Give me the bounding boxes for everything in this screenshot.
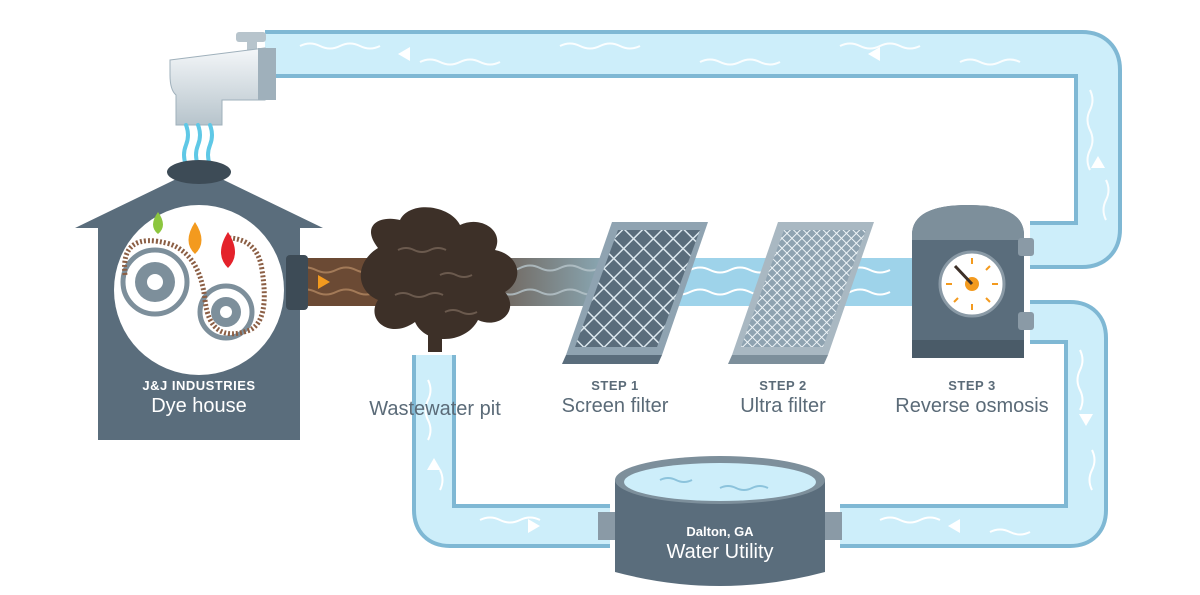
reverse-osmosis-label: STEP 3 Reverse osmosis xyxy=(882,378,1062,418)
dye-house-name: Dye house xyxy=(151,395,247,417)
ultra-filter xyxy=(728,222,874,364)
pipe-utility-to-pit xyxy=(412,355,610,548)
dye-house xyxy=(75,160,323,440)
water-utility-label: Dalton, GA Water Utility xyxy=(635,524,805,564)
wastewater-pit-label: Wastewater pit xyxy=(350,396,520,421)
reverse-osmosis-step: STEP 3 xyxy=(948,378,996,393)
dye-house-company: J&J INDUSTRIES xyxy=(142,378,256,393)
ultra-filter-label: STEP 2 Ultra filter xyxy=(708,378,858,418)
screen-filter-name: Screen filter xyxy=(561,395,669,417)
dye-house-label: J&J INDUSTRIES Dye house xyxy=(98,378,300,418)
reverse-osmosis-name: Reverse osmosis xyxy=(895,395,1049,417)
pipe-ro-to-utility xyxy=(840,300,1108,548)
screen-filter-label: STEP 1 Screen filter xyxy=(540,378,690,418)
water-utility-tank xyxy=(598,456,842,586)
wastewater-pit-name: Wastewater pit xyxy=(369,398,501,420)
water-utility-name: Water Utility xyxy=(666,541,774,563)
wastewater-pit xyxy=(360,207,518,352)
reverse-osmosis-unit xyxy=(912,205,1034,358)
water-utility-location: Dalton, GA xyxy=(686,524,754,539)
ultra-filter-name: Ultra filter xyxy=(740,395,826,417)
ultra-filter-step: STEP 2 xyxy=(759,378,807,393)
screen-filter xyxy=(562,222,708,364)
screen-filter-step: STEP 1 xyxy=(591,378,639,393)
return-pipe-top xyxy=(265,30,1122,269)
